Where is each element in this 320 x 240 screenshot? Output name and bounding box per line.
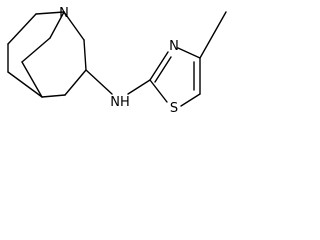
bond — [127, 79, 151, 95]
bond — [83, 39, 87, 71]
molecule-diagram: N NH N S — [7, 6, 227, 116]
bond — [154, 56, 172, 83]
amine-nh-label: NH — [110, 95, 130, 110]
atom-labels: N NH N S — [59, 6, 179, 116]
thiazole-ring — [149, 11, 227, 107]
bond — [149, 51, 169, 81]
bond — [21, 61, 43, 98]
bond — [41, 94, 66, 98]
bond — [180, 93, 201, 107]
bond — [49, 11, 65, 39]
bond — [64, 69, 87, 96]
quinuclidine-nitrogen-label: N — [59, 6, 69, 21]
bond — [7, 13, 37, 45]
bond — [35, 11, 65, 15]
thiazole-sulfur-label: S — [170, 101, 178, 116]
thiazole-nitrogen-label: N — [169, 39, 179, 54]
bond — [63, 11, 85, 41]
bond — [21, 37, 51, 63]
quinuclidine-ring — [7, 11, 87, 98]
bond — [177, 47, 201, 59]
bond — [7, 71, 43, 98]
methyl-bond — [199, 11, 227, 59]
bond — [149, 79, 168, 103]
linker — [85, 69, 151, 95]
bond — [85, 69, 113, 95]
